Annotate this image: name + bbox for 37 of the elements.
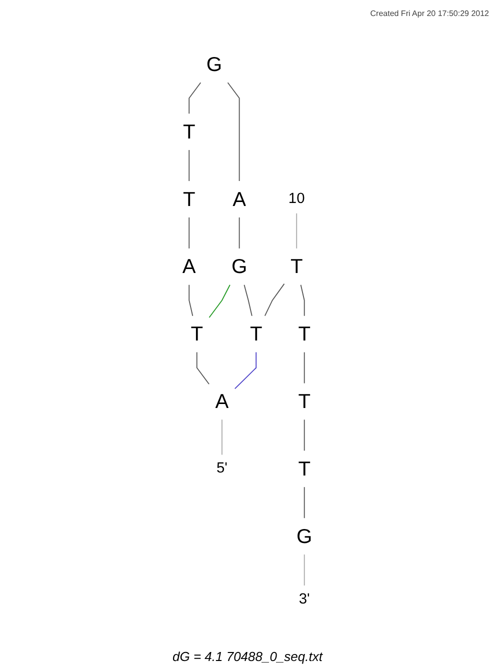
connector	[188, 216, 190, 249]
caption: dG = 4.1 70488_0_seq.txt	[172, 649, 322, 664]
connector	[228, 82, 240, 182]
node-text: T	[298, 322, 311, 346]
node-text: T	[183, 187, 196, 210]
connector	[304, 419, 306, 452]
connector	[234, 352, 257, 390]
connector	[304, 486, 306, 519]
node-text: T	[250, 322, 262, 346]
connector	[196, 352, 210, 385]
connector	[222, 419, 223, 456]
node-text: 3'	[299, 590, 310, 608]
node-text: A	[182, 254, 196, 278]
node-text: G	[296, 524, 312, 548]
node-text: 10	[288, 190, 305, 207]
node-text: T	[298, 389, 311, 413]
node-text: G	[206, 52, 222, 76]
connector	[304, 554, 306, 586]
connector	[296, 212, 298, 249]
connector	[208, 284, 231, 318]
connector	[188, 150, 190, 182]
node-text: G	[232, 254, 248, 278]
node-text: T	[290, 254, 303, 278]
connector	[188, 82, 202, 114]
node-text: A	[215, 389, 229, 413]
node-text: T	[190, 322, 204, 346]
timestamp-label: Created Fri Apr 20 17:50:29 2012	[370, 9, 489, 18]
node-text: T	[183, 120, 196, 144]
node-text: 5'	[216, 460, 228, 476]
node-text: A	[232, 187, 246, 210]
connector	[264, 283, 285, 316]
connector	[239, 216, 240, 249]
connector	[188, 284, 194, 316]
connector	[244, 284, 253, 316]
node-text: T	[298, 456, 311, 480]
connector	[300, 284, 306, 316]
connector	[304, 352, 306, 384]
